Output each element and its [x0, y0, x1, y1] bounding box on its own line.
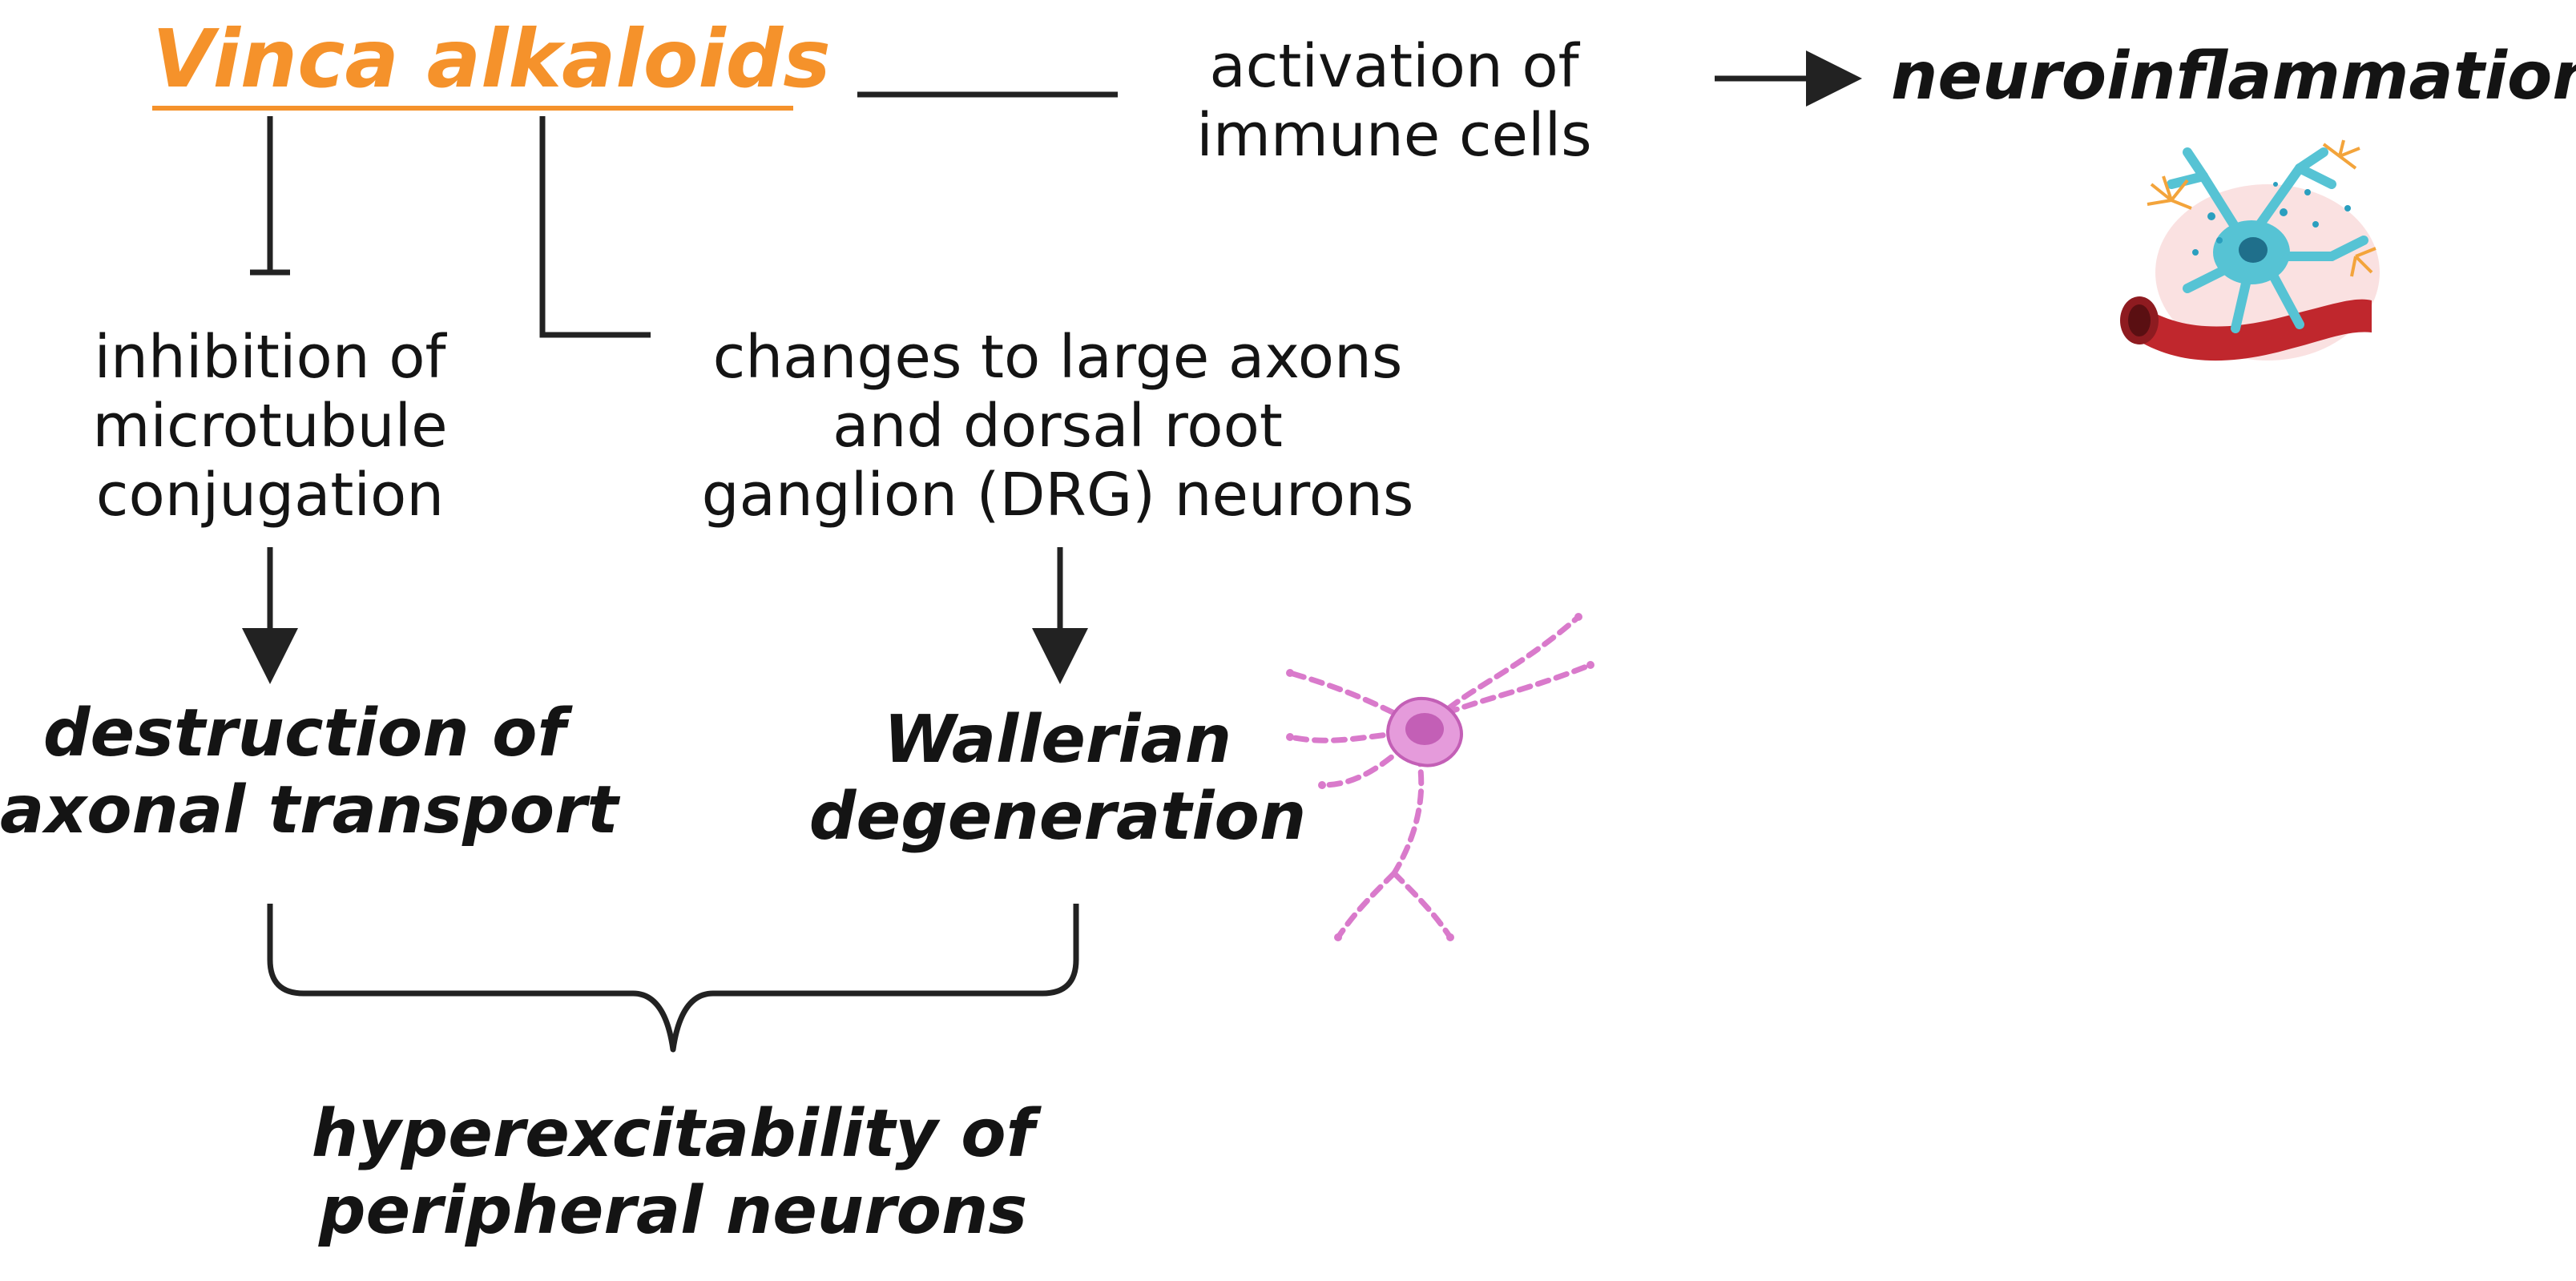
node-wallerian-line-2: degeneration — [808, 779, 1307, 855]
grouping-brace — [267, 904, 1079, 1053]
node-axons-line-2: and dorsal root — [832, 392, 1283, 461]
connector-drug-axons — [539, 116, 651, 338]
node-transport-line-2: axonal transport — [0, 772, 619, 848]
node-microtubule-line-3: conjugation — [95, 461, 445, 530]
node-transport-line-1: destruction of — [42, 695, 566, 771]
node-hyper-line-2: peripheral neurons — [318, 1173, 1028, 1249]
node-wallerian-degeneration: Wallerian degeneration — [801, 702, 1314, 856]
node-axonal-transport-destruction: destruction of axonal transport — [0, 695, 619, 849]
node-immune-line-1: activation of — [1209, 32, 1579, 101]
node-immune-activation: activation of immune cells — [1138, 32, 1651, 170]
node-hyperexcitability: hyperexcitability of peripheral neurons — [288, 1096, 1058, 1250]
node-axon-changes: changes to large axons and dorsal root g… — [673, 323, 1442, 530]
node-neuroinflammation-text: neuroinflammation — [1891, 38, 2576, 115]
node-wallerian-line-1: Wallerian — [883, 702, 1232, 778]
drug-title-underline — [152, 106, 793, 111]
drug-title: Vinca alkaloids — [152, 14, 831, 104]
neuroinflammation-illustration-icon — [2120, 139, 2380, 361]
node-axons-line-3: ganglion (DRG) neurons — [701, 461, 1414, 530]
drug-title-text: Vinca alkaloids — [152, 12, 831, 106]
node-microtubule-line-1: inhibition of — [94, 323, 446, 392]
node-microtubule-line-2: microtubule — [92, 392, 448, 461]
node-immune-line-2: immune cells — [1196, 101, 1592, 170]
node-axons-line-1: changes to large axons — [712, 323, 1403, 392]
node-neuroinflammation: neuroinflammation — [1891, 38, 2576, 115]
node-hyper-line-1: hyperexcitability of — [311, 1096, 1035, 1172]
node-microtubule-inhibition: inhibition of microtubule conjugation — [32, 323, 508, 530]
degenerating-neuron-icon — [1286, 613, 1594, 941]
